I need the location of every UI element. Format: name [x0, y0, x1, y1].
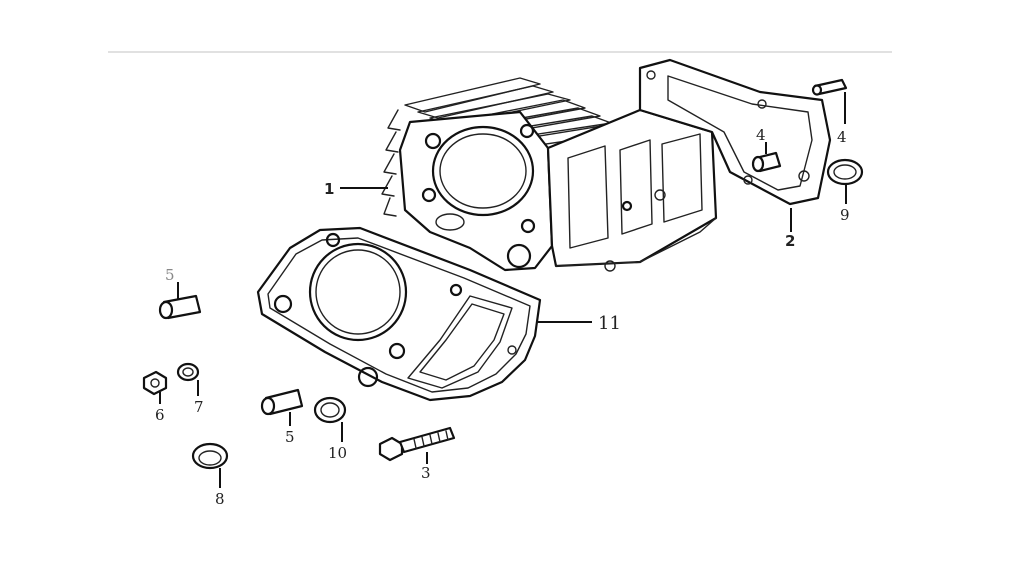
dowel-pin-4-top [811, 78, 848, 96]
rear-gasket-inner [667, 75, 813, 191]
o-ring-9 [826, 158, 864, 186]
callout-5-upper: 5 [165, 266, 175, 284]
gasket-bore-inner [315, 249, 401, 335]
bolt-hole [604, 260, 616, 272]
rear-gasket-outline [638, 58, 832, 206]
callout-10: 10 [328, 444, 347, 462]
callout-2: 2 [785, 232, 795, 250]
cylinder-bore [431, 125, 535, 217]
gasket-bore [308, 242, 408, 342]
washer-7 [176, 362, 200, 382]
gasket-hole [757, 99, 767, 109]
stud-hole [424, 132, 442, 150]
callout-4-top: 4 [837, 128, 847, 146]
cam-chain-tunnel [546, 108, 718, 268]
head-gasket [256, 226, 542, 402]
callout-4-mid: 4 [756, 126, 766, 144]
lower-flange [555, 217, 717, 267]
tunnel-window [661, 133, 703, 223]
cylinder-bore-inner [439, 133, 527, 209]
dowel-hole [506, 243, 532, 269]
callout-9: 9 [840, 206, 850, 224]
washer-8 [191, 442, 229, 470]
cylinder-block [381, 77, 718, 272]
callout-5-lower: 5 [285, 428, 295, 446]
callout-8: 8 [215, 490, 225, 508]
gasket-hole [646, 70, 656, 80]
callout-6: 6 [155, 406, 165, 424]
callout-1: 1 [324, 180, 334, 198]
tunnel-window [567, 145, 609, 249]
lower-port [435, 213, 465, 231]
gasket-hole [798, 170, 810, 182]
o-ring-10 [313, 396, 347, 424]
head-gasket-inner [267, 237, 531, 393]
cooling-fins [404, 77, 629, 151]
bolt-3 [378, 426, 456, 462]
side-fins [381, 109, 401, 217]
tunnel-window [619, 139, 653, 235]
stud-hole [520, 218, 536, 234]
gasket-chain-window [407, 295, 513, 389]
gasket-stud-hole [325, 232, 341, 248]
gasket-stud-hole [357, 366, 379, 388]
gasket-small-hole [507, 345, 517, 355]
bolt-hole [654, 189, 666, 201]
head-gasket-outline [256, 226, 542, 402]
gasket-chain-window-inner [419, 303, 505, 381]
gasket-hole [743, 175, 753, 185]
dowel-5-upper [158, 294, 202, 320]
rear-gasket [638, 58, 832, 206]
nut-6 [142, 370, 168, 396]
stud-hole [519, 123, 535, 139]
callout-3: 3 [421, 464, 431, 482]
stud-hole [421, 187, 437, 203]
bolt-hole [621, 200, 633, 212]
dowel-pin-4-mid [751, 151, 782, 173]
dowel-5-lower [260, 388, 304, 416]
gasket-stud-hole [449, 283, 463, 297]
callout-11: 11 [598, 313, 621, 334]
gasket-stud-hole [273, 294, 293, 314]
gasket-stud-hole [388, 342, 406, 360]
callout-7: 7 [194, 398, 204, 416]
